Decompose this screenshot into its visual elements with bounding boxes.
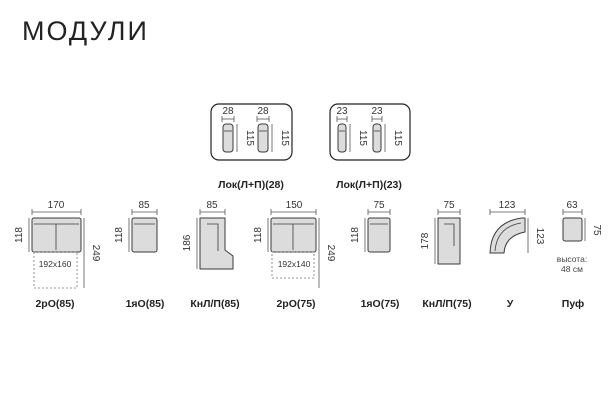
module-shape [270,217,317,253]
lock-width-a: 23 [336,106,348,117]
module-height: 75 [591,224,602,236]
pouf-height-value: 48 см [561,264,583,274]
module-label: У [507,298,514,310]
module-height: 118 [14,227,25,243]
lock-piece-right [257,123,269,153]
sleeping-area [271,251,315,279]
module-width: 85 [206,200,218,211]
module-height: 178 [420,232,431,249]
module-1yao-75: 75 118 1яО(75) [350,200,399,310]
lock-group-frame [210,103,293,161]
module-knlp-75: 75 178 КнЛ/П(75) [420,200,472,310]
module-width: 150 [286,200,303,211]
pouf-height-note: высота: [557,254,587,264]
module-depth: 249 [90,245,101,262]
module-width: 75 [443,200,455,211]
module-corner-u: 123 123 У [489,200,545,310]
sleep-size: 192x160 [39,259,72,269]
module-width: 63 [566,200,578,211]
module-shape [437,217,461,265]
module-2ro-75: 150 118 192x140 249 2рО(75) [253,200,336,310]
module-label: 1яО(75) [361,298,400,310]
module-width: 85 [138,200,150,211]
page-title: МОДУЛИ [22,16,149,46]
lock-piece-left [337,123,347,153]
module-shape [489,217,526,254]
module-height: 123 [534,228,545,245]
module-depth: 249 [325,245,336,262]
sleeping-area [33,251,78,289]
lock-height-b: 115 [279,130,290,146]
module-label: 1яО(85) [126,298,165,310]
lock-label: Лок(Л+П)(28) [218,179,284,191]
module-width: 170 [48,200,65,211]
module-shape [31,217,82,253]
lock-group-23: 23 115 23 115 Лок(Л+П)(23) [329,103,411,191]
module-label: Пуф [562,298,584,310]
module-height: 118 [350,227,361,243]
module-width: 75 [373,200,385,211]
module-1yao-85: 85 118 1яО(85) [114,200,164,310]
lock-piece-left [222,123,234,153]
module-width: 123 [499,200,516,211]
module-shape [367,217,391,253]
module-2ro-85: 170 118 192x160 249 2рО(85) [14,200,101,310]
module-height: 118 [253,227,264,243]
lock-width-b: 28 [257,106,269,117]
lock-group-28: 28 115 28 115 Лок(Л+П)(28) [210,103,293,191]
lock-width-b: 23 [371,106,383,117]
module-height: 186 [182,234,193,251]
module-label: 2рО(75) [276,298,315,310]
module-shape [562,217,583,242]
module-knlp-85: 85 186 КнЛ/П(85) [182,200,240,310]
lock-height-a: 115 [244,130,255,146]
lock-group-frame [329,103,411,161]
module-label: КнЛ/П(85) [190,298,239,310]
lock-label: Лок(Л+П)(23) [336,179,402,191]
module-height: 118 [114,227,125,243]
module-shape [131,217,158,253]
module-shape [199,217,234,270]
lock-piece-right [372,123,382,153]
lock-height-b: 115 [392,130,403,146]
module-label: 2рО(85) [35,298,74,310]
lock-height-a: 115 [357,130,368,146]
module-pouf: 63 75 высота: 48 см Пуф [557,200,602,310]
lock-width-a: 28 [222,106,234,117]
sleep-size: 192x140 [278,259,311,269]
module-label: КнЛ/П(75) [422,298,471,310]
